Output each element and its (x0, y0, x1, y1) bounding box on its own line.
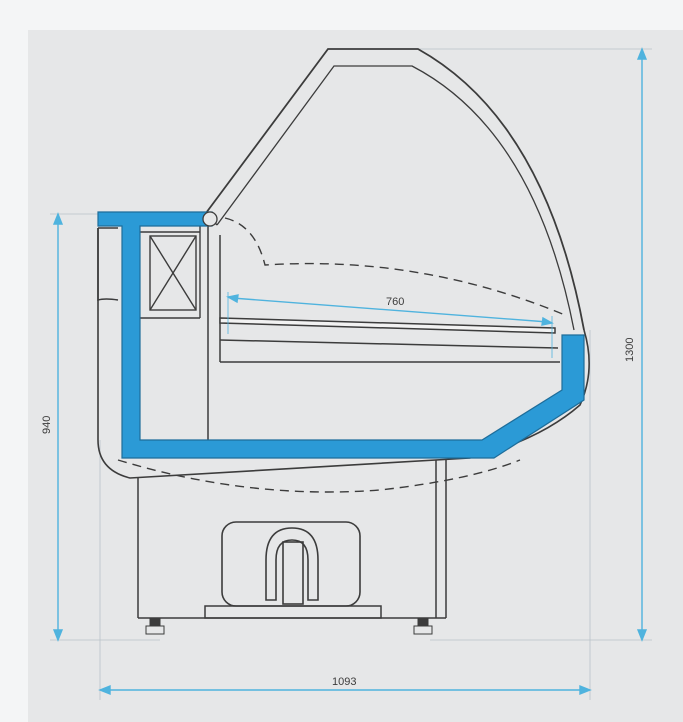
hinge (202, 211, 218, 227)
counter-height-label: 940 (41, 416, 53, 434)
hidden-lines (117, 217, 566, 493)
dim-shelf-depth (225, 292, 555, 358)
storage-box (140, 226, 201, 319)
overall-height-label: 1300 (624, 338, 636, 362)
shelves (219, 317, 560, 363)
overall-width-label: 1093 (332, 676, 356, 688)
dim-overall-height (636, 47, 648, 642)
compressor (221, 521, 361, 607)
shelf-depth-label: 760 (386, 296, 404, 308)
blue-tub (97, 211, 585, 459)
feet (145, 617, 433, 635)
dim-overall-width (98, 684, 592, 696)
dim-counter-height (52, 212, 64, 642)
